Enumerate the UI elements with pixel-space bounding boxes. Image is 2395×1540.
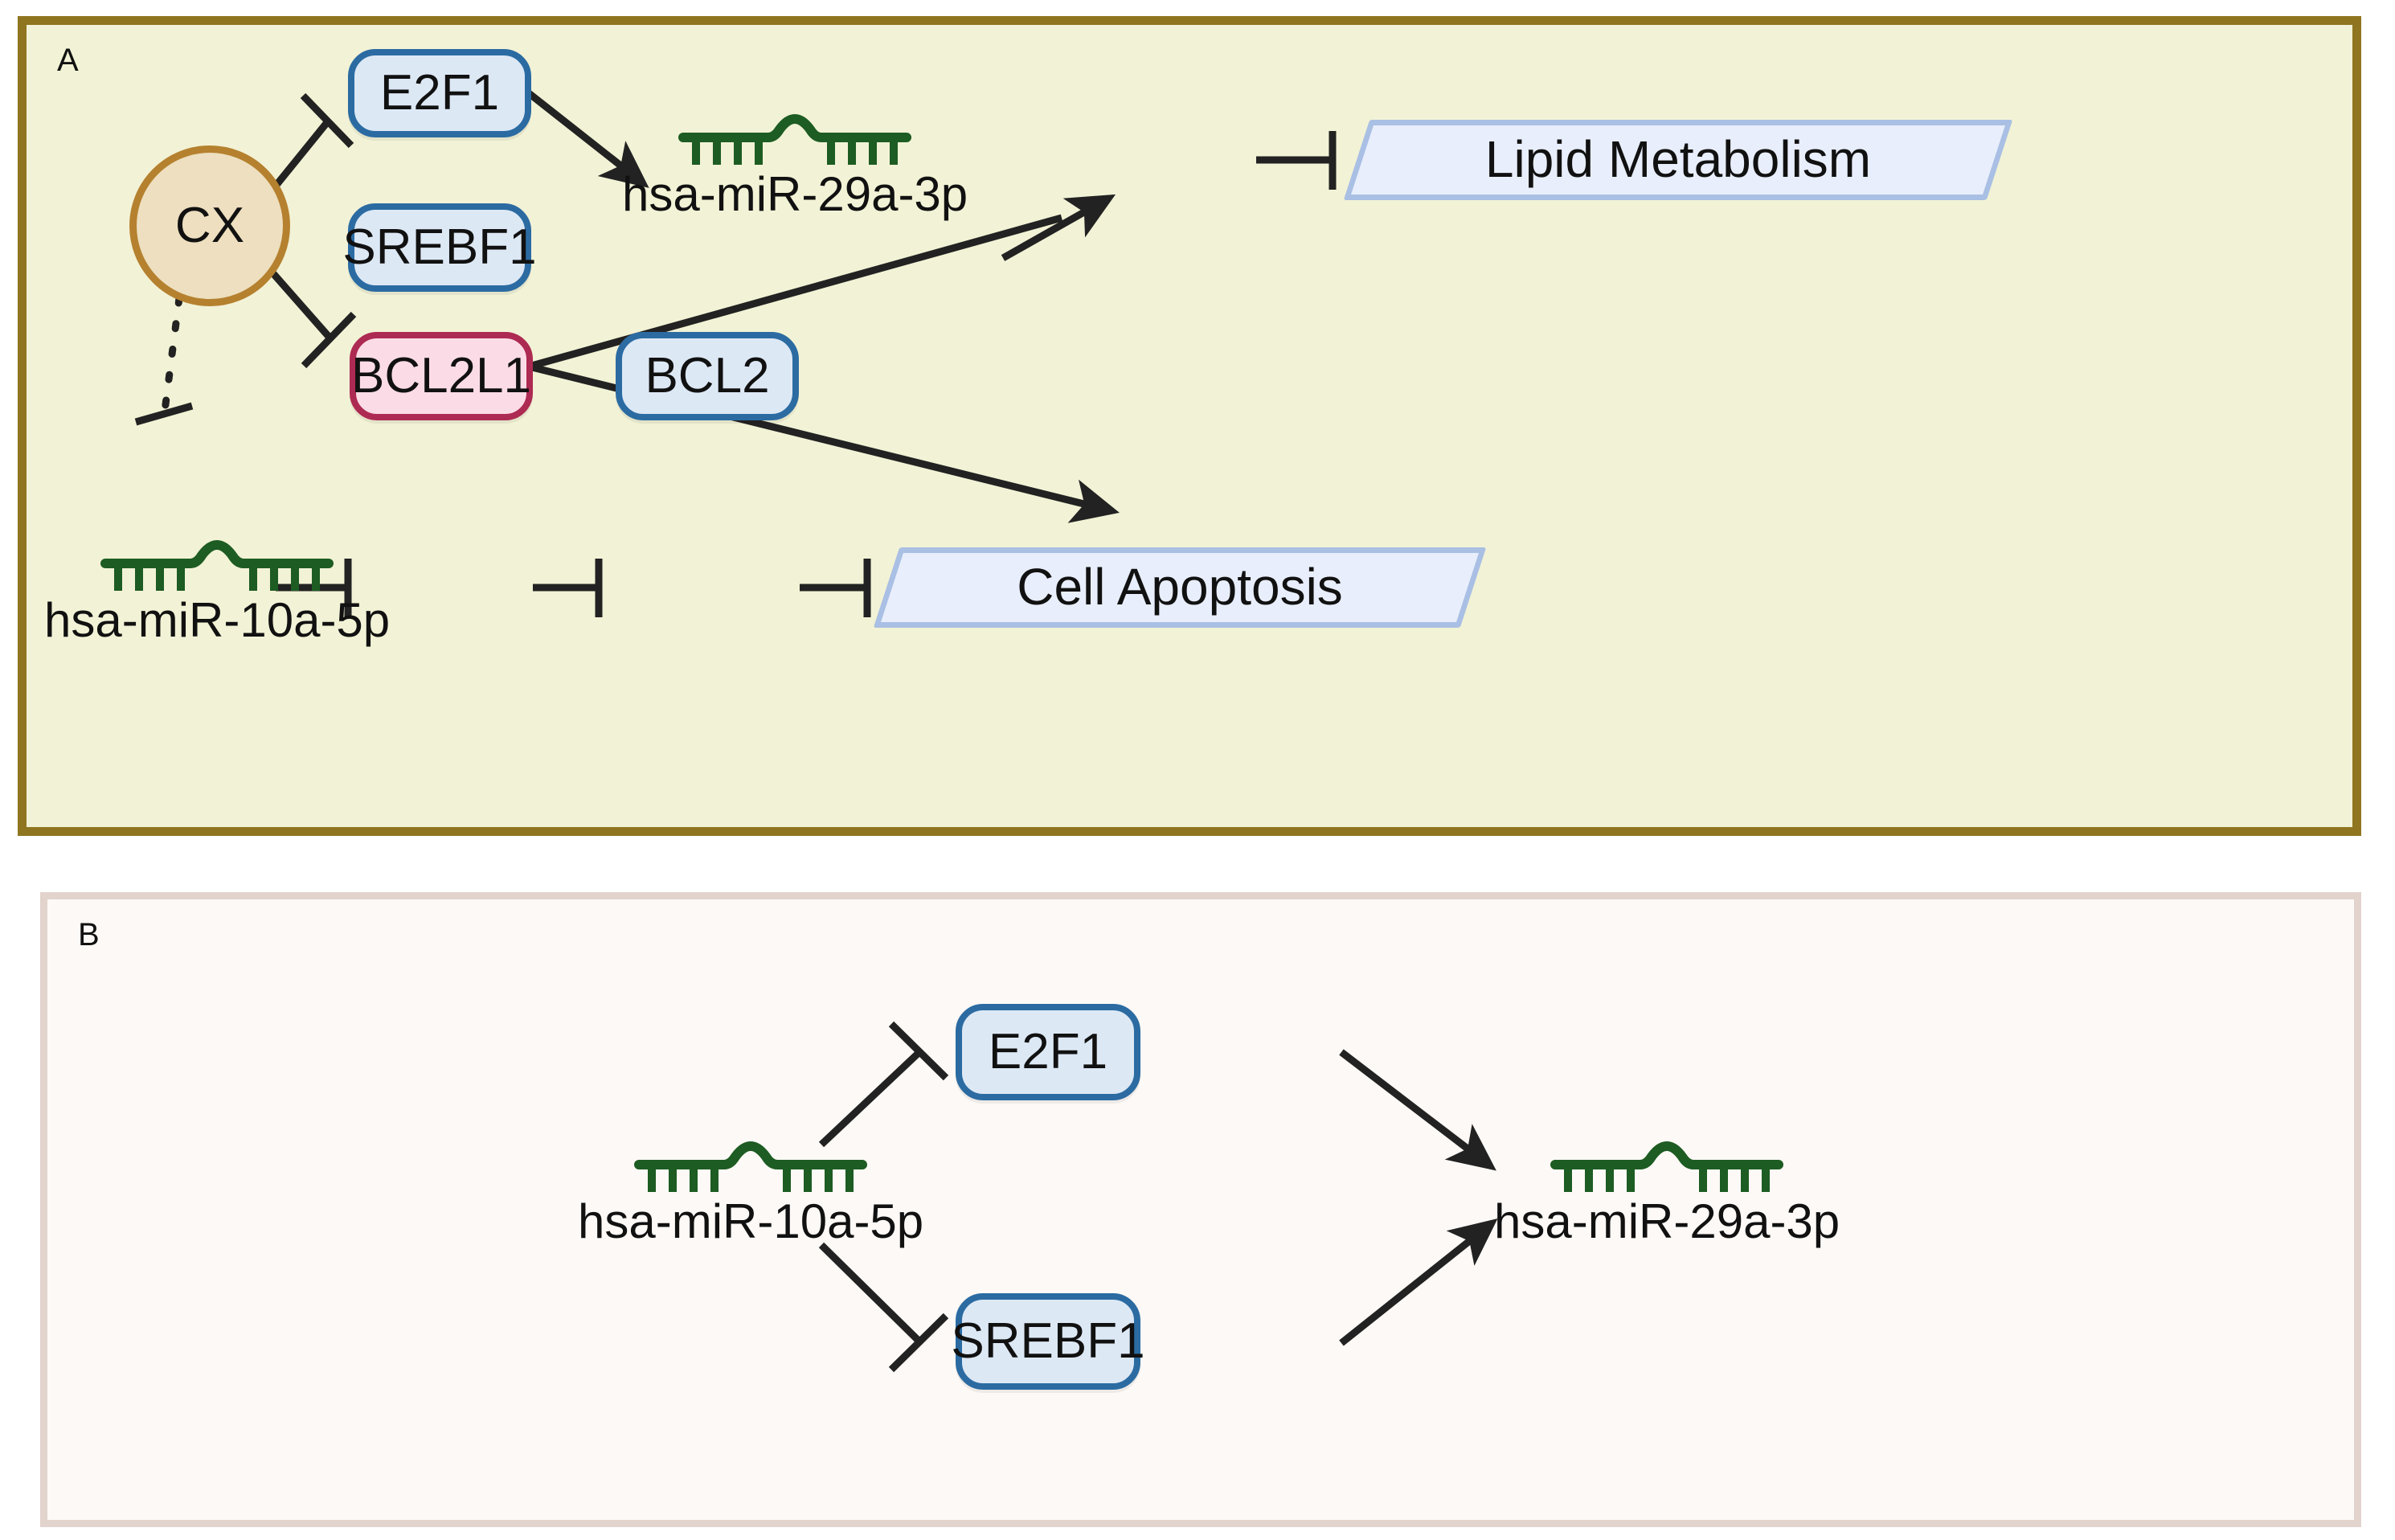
node-mir-29a-3p[interactable]: hsa-miR-29a-3p (1494, 1141, 1840, 1249)
node-mir-29a-3p-label: hsa-miR-29a-3p (622, 167, 968, 221)
node-lipid-metabolism-label: Lipid Metabolism (1484, 130, 1872, 189)
edge-bcl2l1-inhibits-bcl2 (533, 559, 603, 617)
node-mir-10a-5p[interactable]: hsa-miR-10a-5p (44, 539, 390, 648)
edge-mir29a-inhibits-lipid (1256, 131, 1337, 190)
node-bcl2-label: BCL2 (645, 348, 770, 404)
panel-b-letter: B (78, 917, 100, 952)
node-srebf1-label: SREBF1 (951, 1313, 1145, 1370)
mirna-hairpin-icon (678, 114, 912, 165)
node-cell-apoptosis[interactable]: Cell Apoptosis (873, 547, 1487, 628)
edge-cx-inhibits-mir10a (134, 294, 194, 426)
node-mir-29a-3p-label: hsa-miR-29a-3p (1494, 1194, 1840, 1248)
edge-bcl2-inhibits-apoptosis (800, 559, 871, 617)
edge-srebf1-activates-mir29a (1339, 1218, 1498, 1346)
node-e2f1-label: E2F1 (379, 65, 500, 121)
panel-b: B (40, 892, 2361, 1527)
node-cx[interactable]: CX (129, 145, 290, 306)
node-e2f1-label: E2F1 (988, 1024, 1108, 1080)
node-e2f1[interactable]: E2F1 (348, 49, 531, 137)
edge-e2f1-activates-mir29a (526, 90, 649, 188)
node-srebf1-label: SREBF1 (342, 219, 537, 276)
panel-a-letter: A (57, 43, 80, 78)
panel-a: A (18, 16, 2361, 836)
node-bcl2l1[interactable]: BCL2L1 (350, 332, 533, 420)
node-cx-label: CX (174, 198, 245, 254)
edge-srebf1-activates-bcl2 (527, 362, 1120, 523)
node-bcl2l1-label: BCL2L1 (350, 348, 532, 404)
node-mir-29a-3p[interactable]: hsa-miR-29a-3p (622, 113, 968, 222)
mirna-hairpin-icon (634, 1141, 868, 1192)
node-srebf1[interactable]: SREBF1 (951, 1293, 1145, 1390)
node-bcl2[interactable]: BCL2 (616, 332, 799, 420)
edge-srebf1-activates-mir29a (527, 194, 1116, 371)
edge-e2f1-activates-mir29a (1339, 1049, 1496, 1171)
node-srebf1[interactable]: SREBF1 (342, 203, 537, 292)
node-mir-10a-5p[interactable]: hsa-miR-10a-5p (578, 1141, 923, 1249)
edge-mir10a-inhibits-e2f1 (818, 1021, 949, 1148)
node-cell-apoptosis-label: Cell Apoptosis (1017, 558, 1343, 616)
panel-b-connectors (818, 1021, 1498, 1373)
node-mir-10a-5p-label: hsa-miR-10a-5p (578, 1194, 924, 1248)
node-mir-10a-5p-label: hsa-miR-10a-5p (44, 593, 391, 647)
mirna-hairpin-icon (100, 540, 334, 591)
node-lipid-metabolism[interactable]: Lipid Metabolism (1343, 120, 2013, 200)
edge-mir10a-inhibits-srebf1 (818, 1242, 949, 1373)
mirna-hairpin-icon (1550, 1141, 1784, 1192)
node-e2f1[interactable]: E2F1 (956, 1004, 1140, 1100)
